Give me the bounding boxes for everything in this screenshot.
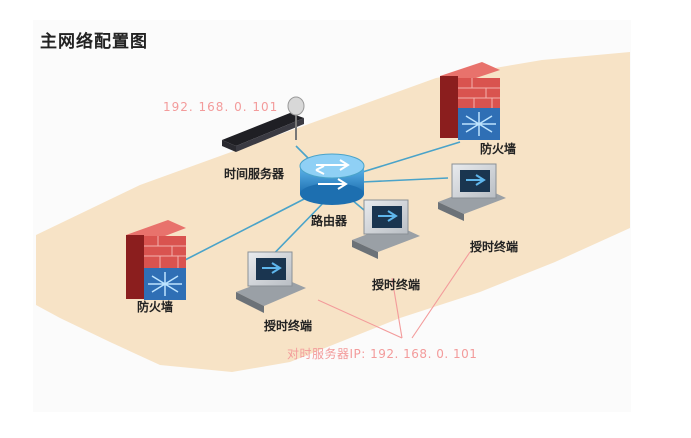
terminal-3-label: 授时终端 [470, 240, 519, 254]
link-router-left-firewall [184, 195, 311, 261]
router-label: 路由器 [311, 214, 348, 228]
terminal-2-icon [352, 199, 420, 259]
network-links [184, 141, 461, 269]
terminal-3-icon [438, 163, 506, 221]
terminal-1-icon [236, 251, 306, 313]
right-firewall-icon [440, 62, 500, 140]
annotation-line-2 [391, 277, 403, 339]
time-server-ip-label: 192. 168. 0. 101 [163, 100, 279, 114]
annotation-line-3 [411, 251, 471, 339]
time-server-icon [222, 96, 305, 152]
left-firewall-label: 防火墙 [137, 300, 174, 314]
link-router-right-firewall [355, 141, 461, 175]
annotation-line-1 [317, 299, 403, 339]
link-router-terminal-3 [361, 177, 449, 183]
right-firewall-label: 防火墙 [480, 142, 517, 156]
router-icon [299, 153, 365, 205]
time-server-label: 时间服务器 [224, 167, 285, 181]
terminal-2-label: 授时终端 [372, 278, 421, 292]
left-firewall-icon [126, 220, 186, 300]
terminal-1-label: 授时终端 [264, 319, 313, 333]
annotation-lines [317, 251, 471, 339]
diagram-title: 主网络配置图 [40, 32, 148, 52]
client-server-ip-note: 对时服务器IP: 192. 168. 0. 101 [287, 347, 478, 361]
